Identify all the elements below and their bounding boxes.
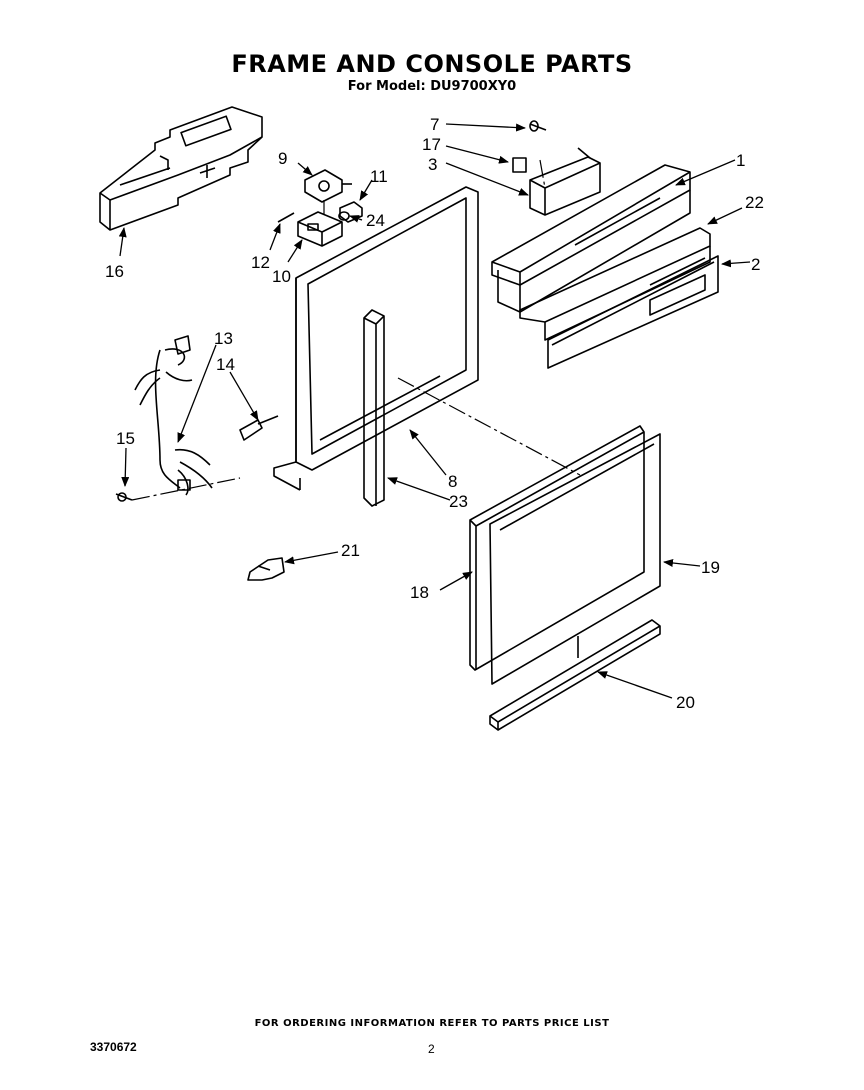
part-23-side-trim [363,309,385,507]
callout-15: 15 [116,429,135,448]
callout-3: 3 [428,155,437,174]
part-9-switch [304,169,352,203]
part-20-bottom-trim [489,619,661,731]
part-17-nut [512,157,527,173]
part-16-console-bracket [99,106,263,231]
part-22-control-panel [519,227,711,341]
part-18-inner-panel [469,425,645,671]
callout-2: 2 [751,255,760,274]
ordering-note: FOR ORDERING INFORMATION REFER TO PARTS … [254,1018,610,1029]
part-2-console-trim [547,255,719,369]
part-7-screw [529,120,547,132]
callout-20: 20 [676,693,695,712]
part-8-door-frame [273,186,479,491]
page-number: 2 [428,1042,435,1056]
callout-leaders [118,123,751,699]
callout-24: 24 [366,211,385,230]
document-number: 3370672 [90,1040,137,1054]
part-11-knob [339,201,363,223]
callout-13: 13 [214,329,233,348]
part-12-rod [277,212,295,223]
part-15-screw [115,492,133,502]
callout-16: 16 [105,262,124,281]
part-19-outer-panel [489,433,661,685]
callout-8: 8 [448,472,457,491]
callout-labels: 7 17 3 1 22 2 9 11 24 12 10 16 13 14 15 … [105,115,764,712]
callout-10: 10 [272,267,291,286]
callout-9: 9 [278,149,287,168]
exploded-parts-diagram: 7 17 3 1 22 2 9 11 24 12 10 16 13 14 15 … [99,106,764,731]
callout-7: 7 [430,115,439,134]
part-21-hinge [247,557,285,581]
part-24-clip [338,211,350,221]
part-10-switch-housing [297,211,343,247]
callout-22: 22 [745,193,764,212]
callout-21: 21 [341,541,360,560]
callout-1: 1 [736,151,745,170]
callout-11: 11 [370,167,388,186]
part-3-bracket [529,147,601,216]
callout-23: 23 [449,492,468,511]
callout-12: 12 [251,253,270,272]
model-subtitle: For Model: DU9700XY0 [347,79,517,94]
callout-17: 17 [422,135,441,154]
callout-14: 14 [216,355,235,374]
guide-lines [131,159,581,501]
callout-19: 19 [701,558,720,577]
callout-18: 18 [410,583,429,602]
part-14-lamp [239,415,279,441]
page-title: FRAME AND CONSOLE PARTS [231,50,633,78]
part-13-wire-harness [134,335,213,496]
